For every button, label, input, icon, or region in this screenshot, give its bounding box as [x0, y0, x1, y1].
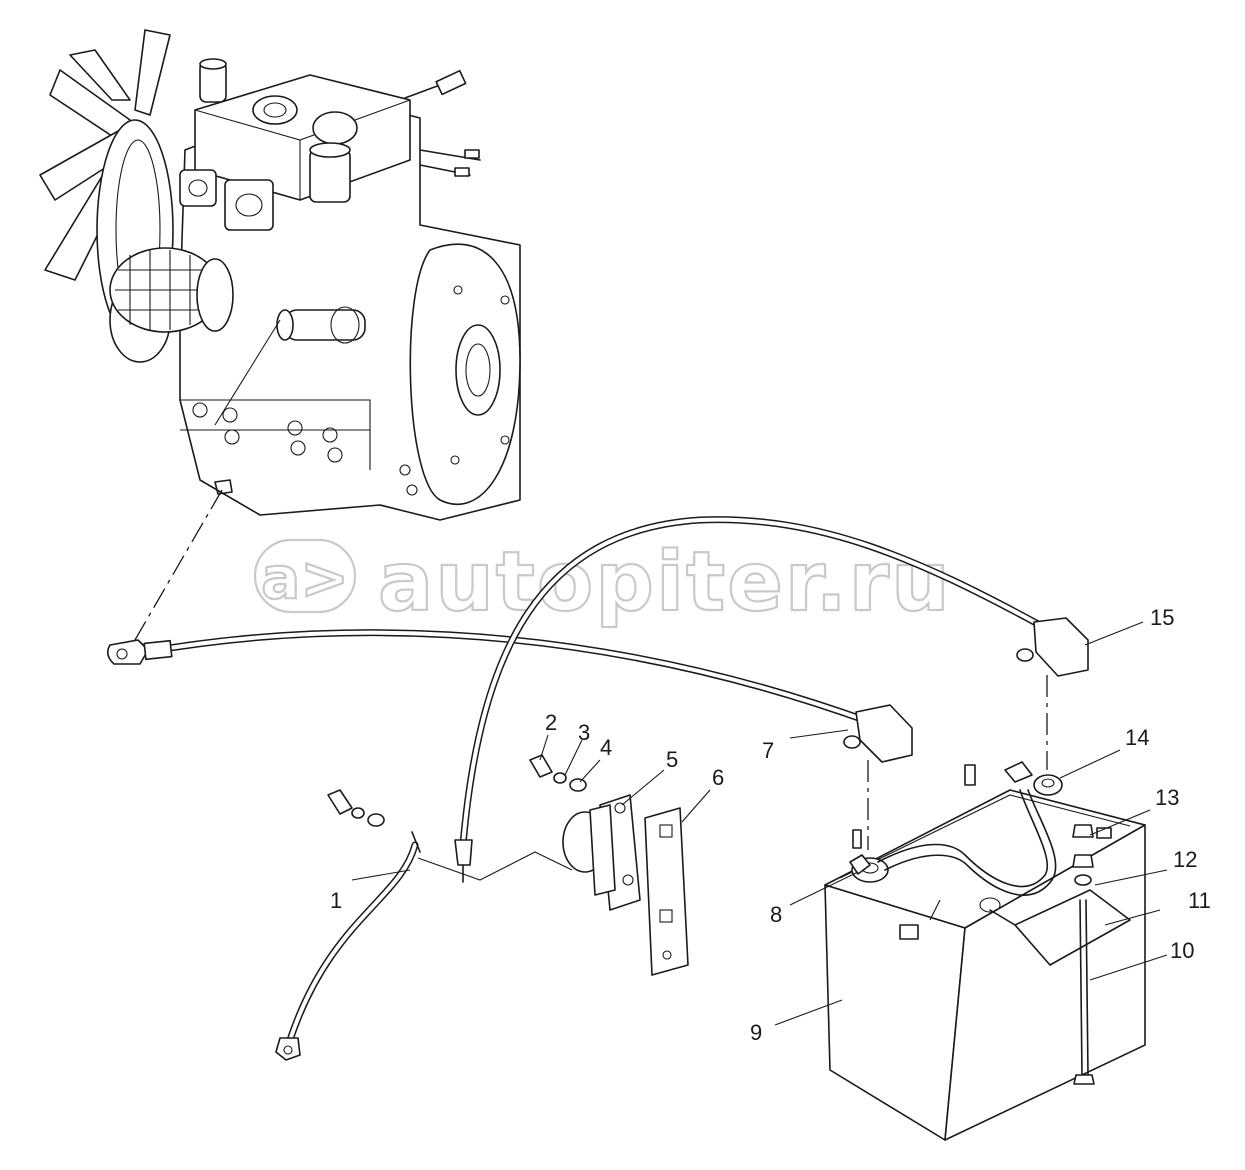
callout-1: 1 [330, 888, 342, 913]
watermark-glyph: a> [261, 544, 349, 612]
alternator-icon [109, 247, 234, 333]
mounting-bracket-icon [644, 807, 689, 976]
callout-11: 11 [1188, 888, 1211, 913]
battery-switch-assembly [529, 754, 689, 976]
callout-13: 13 [1155, 785, 1179, 810]
callout-14: 14 [1125, 725, 1149, 750]
battery-cable-positive [454, 516, 1089, 883]
engine-assembly [39, 29, 521, 521]
flywheel-housing-icon [409, 243, 521, 506]
battery-cable-negative [106, 629, 913, 763]
callout-leaders [351, 621, 1168, 1026]
watermark-text: autopiter.ru [378, 535, 952, 630]
callout-8: 8 [770, 902, 782, 927]
callout-7: 7 [762, 738, 774, 763]
callout-15: 15 [1150, 605, 1174, 630]
callout-5: 5 [666, 747, 678, 772]
watermark-logo-icon [253, 538, 357, 614]
callout-3: 3 [578, 720, 590, 745]
callout-labels: 1 2 3 4 5 6 7 8 9 10 11 12 13 14 15 [330, 605, 1211, 1045]
callout-12: 12 [1173, 847, 1197, 872]
callout-10: 10 [1170, 938, 1194, 963]
assembly-center-lines [127, 489, 1048, 881]
callout-4: 4 [600, 735, 612, 760]
callout-9: 9 [750, 1020, 762, 1045]
battery-icon [824, 761, 1146, 1141]
callout-2: 2 [545, 710, 557, 735]
watermark: a> autopiter.ru [253, 534, 952, 631]
callout-6: 6 [712, 765, 724, 790]
ground-strap [275, 789, 421, 1061]
starter-motor-icon [276, 306, 366, 344]
